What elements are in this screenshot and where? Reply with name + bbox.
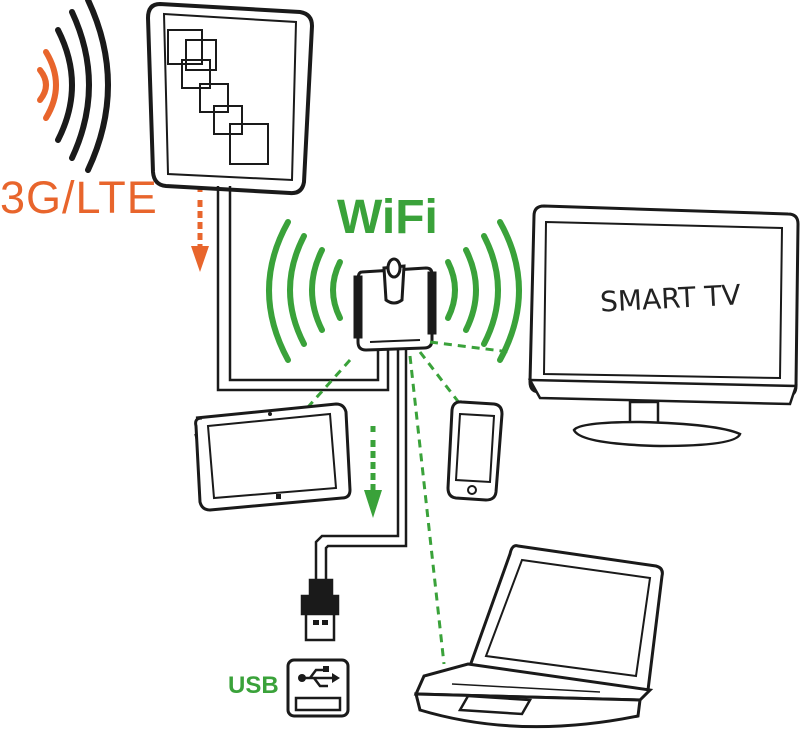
downlink-arrow-icon bbox=[191, 186, 209, 272]
router-icon bbox=[353, 257, 437, 352]
usb-port-icon bbox=[286, 658, 350, 718]
laptop-icon bbox=[413, 544, 664, 729]
lte-label: 3G/LTE bbox=[0, 172, 158, 223]
tablet-icon bbox=[194, 402, 352, 512]
smart-tv-icon bbox=[527, 204, 800, 448]
wifi-signal-icon bbox=[266, 219, 522, 363]
lte-signal-icon bbox=[37, 0, 111, 173]
wifi-label: WiFi bbox=[337, 191, 438, 244]
usb-label: USB bbox=[228, 672, 279, 699]
usb-plug-icon bbox=[300, 578, 340, 642]
usb-cable bbox=[314, 348, 408, 582]
antenna-panel-icon bbox=[145, 1, 315, 196]
usb-power-arrow-icon bbox=[364, 426, 382, 518]
antenna-cable bbox=[216, 186, 390, 392]
phone-icon bbox=[446, 400, 504, 502]
